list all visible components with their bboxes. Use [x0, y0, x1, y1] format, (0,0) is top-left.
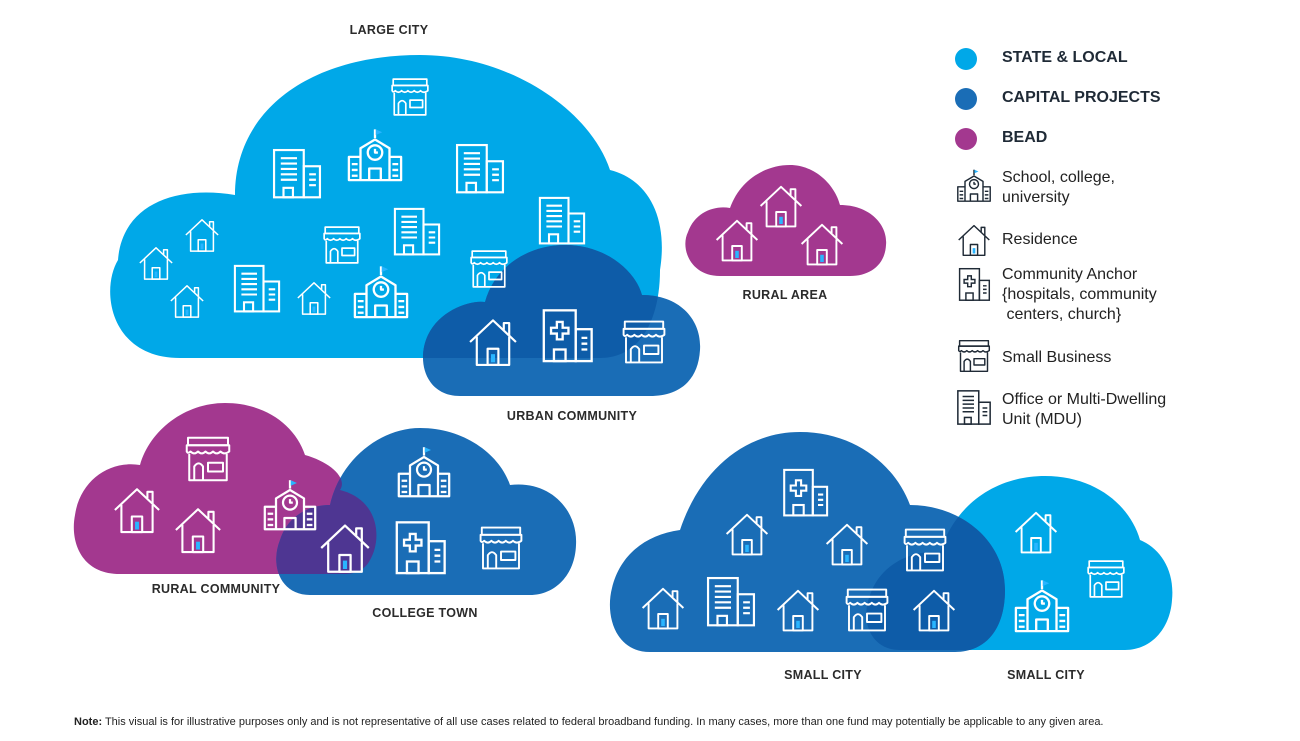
label-college-town: COLLEGE TOWN — [372, 606, 477, 620]
note-label: Note: — [74, 716, 103, 728]
legend-type-line: Unit (MDU) — [1002, 411, 1082, 428]
state-local-swatch — [955, 48, 977, 70]
label-urban-community: URBAN COMMUNITY — [507, 409, 638, 423]
legend-type-line: centers, church} — [1002, 306, 1122, 323]
office-icon — [957, 390, 991, 425]
legend-type-line: Office or Multi-Dwelling — [1002, 391, 1167, 408]
legend-fund-state-local: STATE & LOCAL — [955, 44, 1128, 70]
label-rural-community: RURAL COMMUNITY — [152, 582, 281, 596]
footnote: Note: This visual is for illustrative pu… — [74, 716, 1104, 728]
bead-swatch — [955, 128, 977, 150]
school-icon — [957, 168, 991, 202]
legend-type-line: university — [1002, 189, 1070, 206]
label-large-city: LARGE CITY — [350, 23, 429, 37]
overlap-small-cities — [866, 476, 1005, 650]
house-icon — [957, 224, 991, 257]
legend-fund-label: STATE & LOCAL — [1002, 49, 1128, 66]
legend-fund-label: CAPITAL PROJECTS — [1002, 89, 1161, 106]
store-icon — [957, 339, 991, 373]
label-rural-area: RURAL AREA — [743, 288, 828, 302]
legend-fund-bead: BEAD — [955, 124, 1047, 150]
legend-fund-capital-projects: CAPITAL PROJECTS — [955, 84, 1161, 110]
legend-type-line: Small Business — [1002, 349, 1112, 366]
legend-fund-label: BEAD — [1002, 129, 1048, 146]
legend-type-line: School, college, — [1002, 169, 1115, 186]
legend-type-line: Community Anchor — [1002, 266, 1138, 283]
label-small-city-2: SMALL CITY — [1007, 668, 1085, 682]
legend-type-line: Residence — [1002, 231, 1078, 248]
capital-projects-swatch — [955, 88, 977, 110]
label-small-city-1: SMALL CITY — [784, 668, 862, 682]
note-text: This visual is for illustrative purposes… — [102, 716, 1104, 728]
legend-type-line: {hospitals, community — [1002, 286, 1157, 303]
hospital-icon — [958, 267, 991, 301]
overlap-large-urban — [423, 245, 662, 358]
